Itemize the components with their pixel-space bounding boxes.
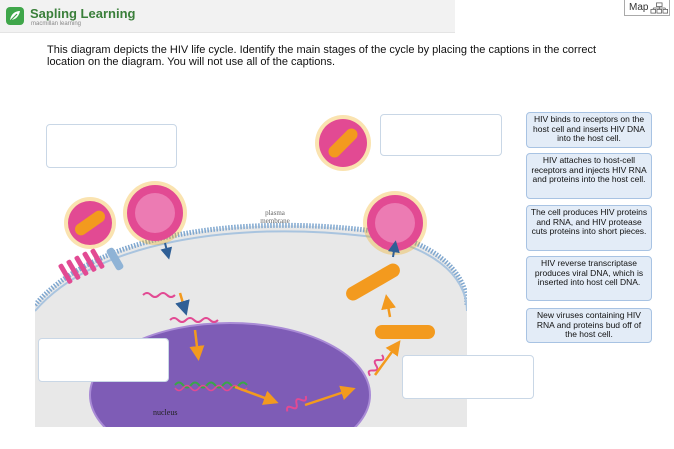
drop-target-1[interactable] <box>46 124 177 168</box>
drop-target-4[interactable] <box>402 355 534 399</box>
brand-name: Sapling Learning <box>30 6 136 21</box>
app-header: Sapling Learning macmillan learning <box>0 0 455 33</box>
membrane-label-line1: plasma <box>265 209 286 217</box>
drop-target-3[interactable] <box>38 338 169 382</box>
viral-protein <box>375 325 435 339</box>
process-arrows <box>175 292 401 407</box>
question-instructions: This diagram depicts the HIV life cycle.… <box>47 44 597 68</box>
virus-budding <box>363 191 427 255</box>
host-receptor <box>58 248 105 284</box>
caption-chip-3[interactable]: The cell produces HIV proteins and RNA, … <box>526 205 652 251</box>
sapling-logo-icon <box>6 7 24 25</box>
nucleus-label: nucleus <box>153 408 177 417</box>
virus-binding <box>123 181 187 245</box>
viral-rna <box>142 292 176 298</box>
map-label: Map <box>629 2 649 13</box>
sitemap-icon <box>651 2 669 13</box>
caption-chip-1[interactable]: HIV binds to receptors on the host cell … <box>526 112 652 148</box>
map-button[interactable]: Map <box>624 0 670 16</box>
virus-released <box>315 115 371 171</box>
membrane-label-line2: membrane <box>260 217 290 225</box>
drop-target-2[interactable] <box>380 114 502 156</box>
caption-chip-4[interactable]: HIV reverse transcriptase produces viral… <box>526 256 652 301</box>
caption-chip-5[interactable]: New viruses containing HIV RNA and prote… <box>526 308 652 343</box>
virus-free <box>64 197 116 249</box>
brand-subtitle: macmillan learning <box>31 21 82 27</box>
caption-chip-2[interactable]: HIV attaches to host-cell receptors and … <box>526 153 652 199</box>
